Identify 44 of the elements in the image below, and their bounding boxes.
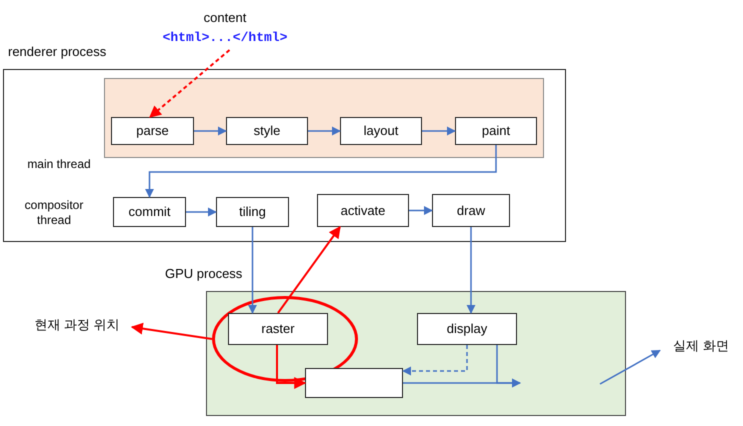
process-box [317,194,409,227]
arrow [422,126,456,136]
library-box [305,368,403,398]
arrow [402,345,468,376]
process-title: renderer process [8,43,106,61]
arrow [276,345,306,389]
process-box [417,313,517,345]
process-box [113,197,186,227]
box-label: activate [340,202,386,220]
process-box [432,194,510,227]
arrow [308,126,341,136]
code-text: <html>...</html> [162,28,288,46]
box-label: style [254,122,280,140]
box-label: tiling [239,203,266,222]
box-label: commit [128,203,170,222]
arrow [466,227,476,314]
process-box [226,117,308,145]
process-box [228,313,328,345]
arrow [409,206,433,215]
annotation-text: 현재 과정 위치 [34,316,120,334]
box-label: paint [482,122,510,140]
box-label: raster [261,320,295,338]
arrow [496,345,521,388]
process-title: GPU process [165,265,242,283]
process-box [111,117,194,145]
arrow [149,49,230,118]
process-box [340,117,422,145]
arrow [600,350,661,385]
arrow [145,145,497,198]
arrow [248,227,257,314]
arrow [194,126,227,136]
arrow [130,322,212,340]
output-text: 실제 화면 [673,337,729,355]
input-text: content [204,9,246,27]
box-label: draw [456,202,486,220]
arrow [186,208,217,216]
box-label: parse [136,122,169,140]
thread-label: compositor thread [24,198,84,228]
process-box [455,117,537,145]
process-box [216,197,289,227]
group-box [104,78,544,158]
box-label: display [446,320,488,338]
thread-label: main thread [26,157,92,172]
box-label: layout [364,122,398,140]
